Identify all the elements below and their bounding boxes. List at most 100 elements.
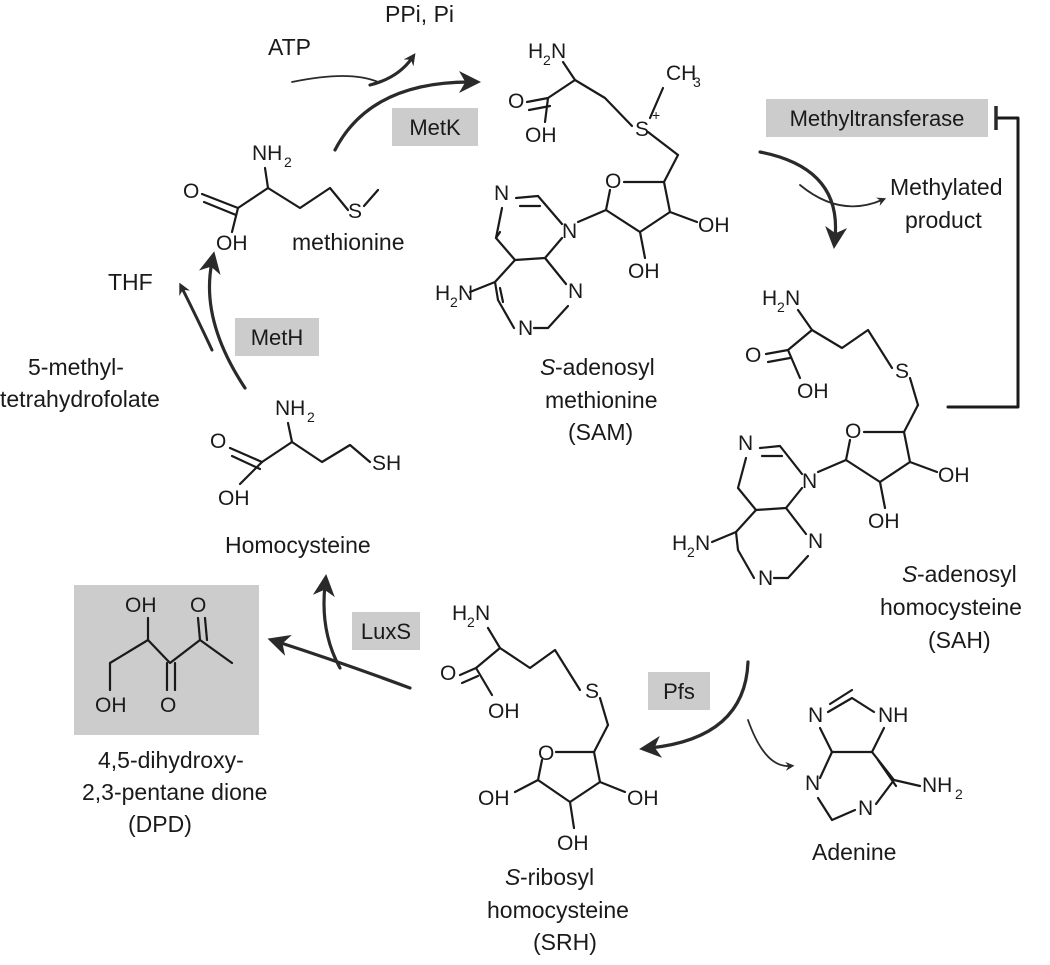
svg-text:H: H xyxy=(528,40,543,63)
svg-text:OH: OH xyxy=(627,787,659,810)
svg-text:(SAH): (SAH) xyxy=(928,627,991,653)
svg-text:homocysteine: homocysteine xyxy=(880,594,1022,620)
arrow-adenine-out xyxy=(747,719,795,771)
adenine-label: Adenine xyxy=(812,839,896,865)
svg-text:OH: OH xyxy=(557,832,589,855)
arrow-luxs-dpd xyxy=(267,634,412,690)
svg-text:OH: OH xyxy=(628,260,660,283)
svg-text:OH: OH xyxy=(698,214,730,237)
dpd-label-1: 4,5-dihydroxy- xyxy=(98,747,244,773)
svg-text:N: N xyxy=(568,280,583,303)
svg-text:S: S xyxy=(635,118,649,141)
svg-text:(SRH): (SRH) xyxy=(533,929,597,955)
arrow-atp-in xyxy=(291,75,379,83)
arrow-thf-out xyxy=(179,282,214,352)
svg-text:N: N xyxy=(802,470,817,493)
svg-text:-ribosyl: -ribosyl xyxy=(520,864,594,890)
methylated-product-label-1: Methylated xyxy=(890,174,1003,200)
methylated-product-label-2: product xyxy=(905,207,982,233)
svg-text:2: 2 xyxy=(777,299,785,315)
methionine-label: methionine xyxy=(292,229,405,255)
svg-text:N: N xyxy=(758,567,773,590)
svg-text:N: N xyxy=(738,432,753,455)
svg-text:3: 3 xyxy=(693,74,701,90)
enzyme-metk: MetK xyxy=(392,108,478,146)
svg-text:O: O xyxy=(190,594,206,617)
svg-text:OH: OH xyxy=(216,232,248,255)
svg-text:SH: SH xyxy=(372,452,401,475)
svg-text:(SAM): (SAM) xyxy=(568,419,633,445)
svg-text:+: + xyxy=(652,107,660,123)
svg-text:2: 2 xyxy=(450,294,458,310)
svg-text:O: O xyxy=(845,420,861,443)
svg-text:OH: OH xyxy=(95,694,127,717)
dpd-structure: OH O O OH 4,5-dihydroxy- 2,3-pentane dio… xyxy=(74,585,267,837)
svg-text:OH: OH xyxy=(868,510,900,533)
arrow-ppi-out xyxy=(368,53,416,87)
dpd-label-2: 2,3-pentane dione xyxy=(82,779,267,805)
svg-text:N: N xyxy=(695,532,710,555)
enzyme-meth: MetH xyxy=(235,318,319,356)
svg-text:N: N xyxy=(808,704,823,727)
svg-text:OH: OH xyxy=(218,487,250,510)
svg-text:2: 2 xyxy=(543,52,551,68)
svg-text:S: S xyxy=(585,680,599,703)
svg-text:S: S xyxy=(902,561,918,587)
svg-text:2: 2 xyxy=(467,614,475,630)
svg-text:2: 2 xyxy=(307,409,315,425)
arrow-methyltransferase xyxy=(758,150,848,249)
svg-text:O: O xyxy=(745,344,761,367)
homocysteine-label: Homocysteine xyxy=(225,532,371,558)
ppi-pi-label: PPi, Pi xyxy=(385,1,454,27)
svg-text:homocysteine: homocysteine xyxy=(487,897,629,923)
svg-text:H: H xyxy=(762,287,777,310)
svg-text:N: N xyxy=(858,797,873,820)
methylthf-label-1: 5-methyl- xyxy=(28,354,124,380)
svg-text:-adenosyl: -adenosyl xyxy=(555,354,655,380)
svg-text:N: N xyxy=(785,287,800,310)
svg-text:2: 2 xyxy=(955,786,963,802)
thf-label: THF xyxy=(108,269,153,295)
svg-text:MetK: MetK xyxy=(409,115,461,140)
svg-text:methionine: methionine xyxy=(545,387,658,413)
arrow-methylated-out xyxy=(799,184,887,208)
arrow-meth xyxy=(199,251,247,390)
svg-text:Pfs: Pfs xyxy=(663,679,695,704)
svg-text:O: O xyxy=(210,430,226,453)
svg-text:O: O xyxy=(508,90,524,113)
svg-text:H: H xyxy=(672,532,687,555)
svg-text:OH: OH xyxy=(797,380,829,403)
svg-text:O: O xyxy=(605,170,621,193)
svg-text:CH: CH xyxy=(666,62,696,85)
svg-text:2: 2 xyxy=(284,154,292,170)
svg-text:OH: OH xyxy=(488,700,520,723)
enzyme-luxs: LuxS xyxy=(352,612,420,650)
svg-text:OH: OH xyxy=(938,464,970,487)
svg-text:O: O xyxy=(160,694,176,717)
svg-text:O: O xyxy=(538,742,554,765)
svg-text:NH: NH xyxy=(275,397,305,420)
svg-text:NH: NH xyxy=(922,774,952,797)
methylthf-label-2: tetrahydrofolate xyxy=(0,386,160,412)
svg-text:O: O xyxy=(440,662,456,685)
svg-text:LuxS: LuxS xyxy=(361,619,411,644)
svg-text:S: S xyxy=(540,354,556,380)
svg-text:-adenosyl: -adenosyl xyxy=(917,561,1017,587)
svg-text:OH: OH xyxy=(525,124,557,147)
svg-text:S: S xyxy=(895,360,909,383)
svg-text:OH: OH xyxy=(478,787,510,810)
svg-text:N: N xyxy=(562,220,577,243)
svg-text:N: N xyxy=(475,602,490,625)
svg-text:N: N xyxy=(805,772,820,795)
svg-text:O: O xyxy=(183,180,199,203)
svg-text:S: S xyxy=(505,864,521,890)
enzyme-methyltransferase: Methyltransferase xyxy=(766,99,988,137)
